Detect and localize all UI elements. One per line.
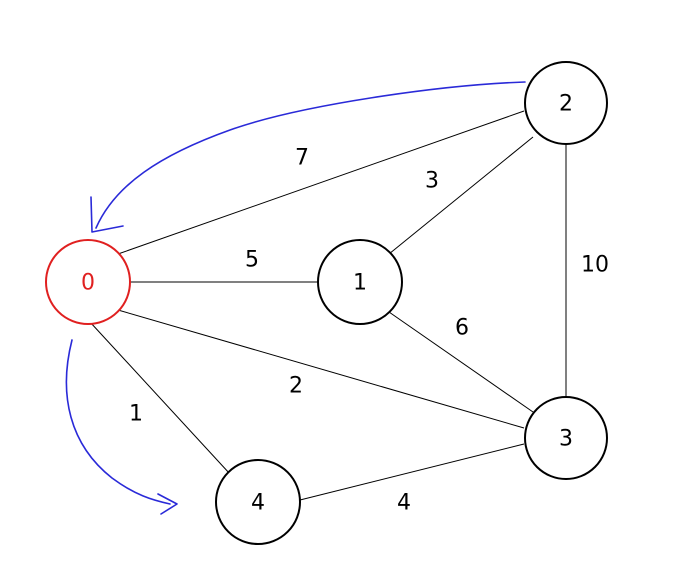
node-3-circle — [524, 396, 608, 480]
edge-0-3 — [117, 309, 525, 429]
weight-2-3: 10 — [581, 253, 609, 278]
arrowhead-2-to-0 — [90, 196, 124, 233]
nodes: 0 1 2 3 4 — [45, 61, 608, 545]
node-1: 1 — [317, 239, 403, 325]
node-1-label: 1 — [353, 271, 367, 296]
edge-weights: 7 5 3 10 6 2 1 4 — [129, 146, 609, 516]
edge-1-3 — [388, 311, 534, 413]
node-2-circle — [524, 61, 608, 145]
node-3: 3 — [524, 396, 608, 480]
weight-1-3: 6 — [455, 316, 469, 341]
traversal-arrows — [65, 81, 526, 515]
node-0: 0 — [45, 239, 131, 325]
weight-0-3: 2 — [289, 374, 303, 399]
node-4-label: 4 — [251, 491, 265, 516]
weight-0-1: 5 — [245, 248, 259, 273]
arrowhead-0-to-4 — [157, 493, 178, 515]
node-4-circle — [215, 459, 301, 545]
weight-0-4: 1 — [129, 402, 143, 427]
node-1-circle — [317, 239, 403, 325]
arrow-2-to-0 — [95, 81, 526, 229]
edge-4-3 — [299, 443, 525, 501]
node-2: 2 — [524, 61, 608, 145]
node-3-label: 3 — [559, 427, 573, 452]
node-2-label: 2 — [559, 92, 573, 117]
node-0-circle — [45, 239, 131, 325]
node-4: 4 — [215, 459, 301, 545]
edges — [89, 110, 567, 501]
weight-1-2: 3 — [425, 169, 439, 194]
edge-1-2 — [388, 136, 534, 255]
arrow-0-to-4 — [65, 339, 171, 505]
node-0-label: 0 — [81, 271, 95, 296]
weight-0-2: 7 — [295, 146, 309, 171]
edge-0-4 — [89, 321, 231, 475]
weight-4-3: 4 — [397, 491, 411, 516]
edge-0-2 — [117, 110, 525, 255]
